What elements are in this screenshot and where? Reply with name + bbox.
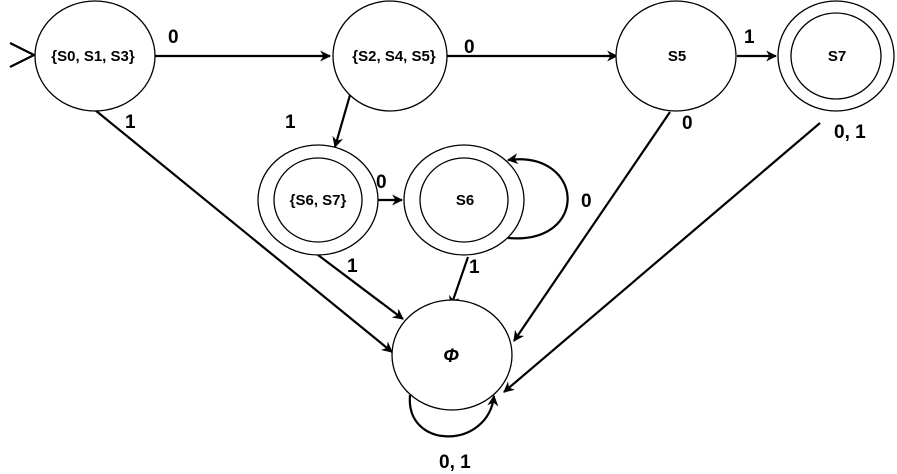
label-q5-q6: 1 xyxy=(469,257,480,278)
edge-q6-q6 xyxy=(408,394,499,438)
state-q2: S5 xyxy=(615,0,737,112)
edge-q1-q4 xyxy=(332,94,352,149)
label-q0-q1: 0 xyxy=(168,27,179,48)
state-q3: S7 xyxy=(777,0,895,112)
label-q0-q6: 1 xyxy=(125,112,136,133)
state-q1: {S2, S4, S5} xyxy=(332,0,448,112)
state-q1-label: {S2, S4, S5} xyxy=(352,48,436,65)
start-arrow-icon xyxy=(9,42,37,68)
label-q6-q6: 0, 1 xyxy=(439,452,471,473)
state-q0-label: {S0, S1, S3} xyxy=(51,48,135,65)
state-q3-label: S7 xyxy=(828,48,846,65)
label-q1-q4: 1 xyxy=(285,112,296,133)
state-q0: {S0, S1, S3} xyxy=(34,0,156,112)
label-q2-q3: 1 xyxy=(744,27,755,48)
label-q4-q6: 1 xyxy=(347,256,358,277)
label-q3-q6: 0, 1 xyxy=(834,122,866,143)
state-q4-label: {S6, S7} xyxy=(290,192,347,209)
state-q5-label: S6 xyxy=(456,192,474,209)
label-q5-q5: 0 xyxy=(581,191,592,212)
edge-q4-q6 xyxy=(317,254,404,320)
state-q4: {S6, S7} xyxy=(257,144,379,256)
state-q6-label: Φ xyxy=(443,346,459,367)
label-q2-q6: 0 xyxy=(682,113,693,134)
state-q5: S6 xyxy=(403,144,525,256)
label-q4-q5: 0 xyxy=(376,172,387,193)
edge-q5-q5 xyxy=(506,153,569,240)
edge-q0-q6 xyxy=(94,109,393,353)
label-q1-q2: 0 xyxy=(464,37,475,58)
edge-q2-q6 xyxy=(513,111,671,342)
state-q2-label: S5 xyxy=(668,48,686,65)
edge-q5-q6 xyxy=(449,256,470,308)
state-q6: Φ xyxy=(391,299,513,411)
edge-q3-q6 xyxy=(503,122,821,393)
